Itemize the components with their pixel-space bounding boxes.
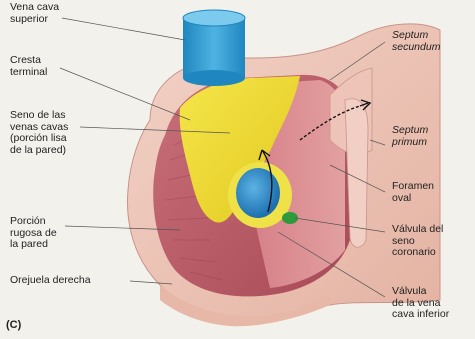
label-valvula-seno-coronario: Válvula del seno coronario (392, 224, 443, 259)
panel-letter: (C) (6, 320, 21, 332)
label-septum-primum: Septum primum (392, 125, 428, 148)
label-vena-cava-superior: Vena cava superior (10, 2, 59, 25)
label-orejuela-derecha: Orejuela derecha (10, 275, 91, 287)
superior-vena-cava-tube (183, 10, 245, 86)
label-seno-venas-cavas: Seno de las venas cavas (porción lisa de… (10, 110, 68, 156)
label-cresta-terminal: Cresta terminal (10, 55, 47, 78)
ivc-opening-hole (236, 168, 280, 218)
label-foramen-oval: Foramen oval (392, 181, 434, 204)
label-porcion-rugosa: Porción rugosa de la pared (10, 216, 57, 251)
label-valvula-vena-cava-inferior: Válvula de la vena cava inferior (392, 286, 449, 321)
label-septum-secundum: Septum secundum (392, 30, 440, 53)
